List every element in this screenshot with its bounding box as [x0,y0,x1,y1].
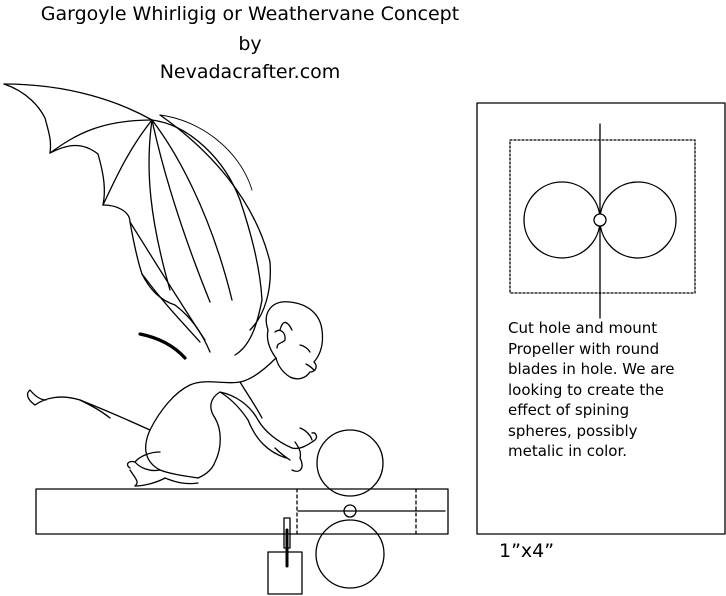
gargoyle-figure [3,83,324,487]
gargoyle-tail [26,389,151,431]
propeller-sphere-upper [316,429,384,497]
instruction-note: Cut hole and mount Propeller with round … [508,318,718,462]
title-line-3: Nevadacrafter.com [159,61,341,83]
dimension-label: 1”x4” [499,540,555,562]
propeller-sphere-lower [315,519,385,589]
gargoyle-body [126,357,318,487]
gargoyle-head [265,301,324,380]
bat-wing [3,83,271,360]
detail-view-panel [476,102,726,535]
note-line: metalic in color. [508,442,628,460]
note-line: spheres, possibly [508,421,638,440]
note-line: Propeller with round [508,339,660,358]
propeller-hub [343,504,357,518]
note-line: effect of spining [508,401,630,419]
detail-sphere-right [599,181,677,259]
propeller-side-view [315,429,385,589]
note-line: looking to create the [508,380,664,399]
detail-hub [593,213,607,227]
detail-sphere-left [523,181,601,259]
mounting-bracket [267,517,303,595]
title-line-2: by [238,33,262,55]
note-line: blades in hole. We are [508,360,675,378]
title-line-1: Gargoyle Whirligig or Weathervane Concep… [40,3,460,25]
base-board [35,488,449,535]
note-line: Cut hole and mount [508,319,658,337]
